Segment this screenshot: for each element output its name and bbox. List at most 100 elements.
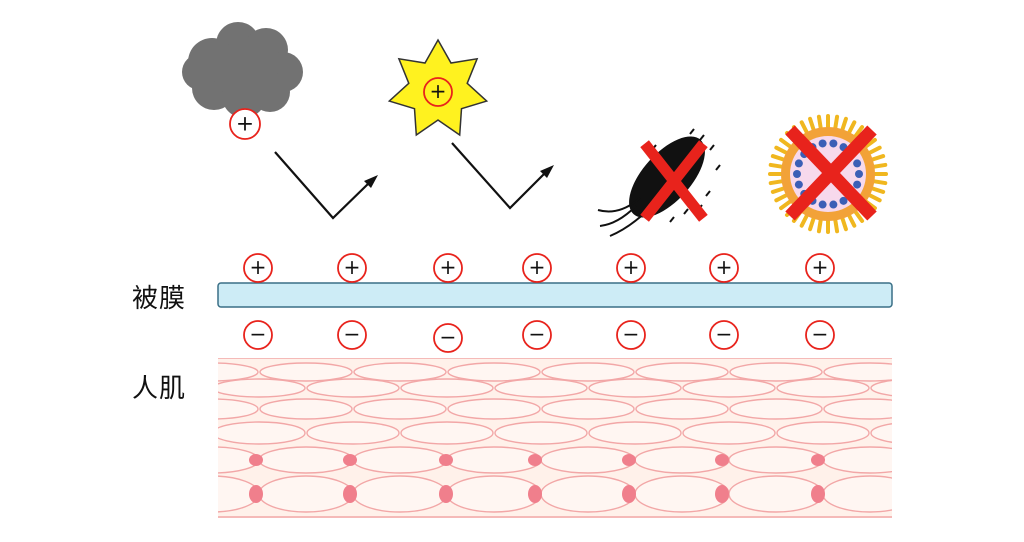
skin-cell xyxy=(352,446,448,474)
negative-charge: − xyxy=(337,320,367,350)
skin-cell xyxy=(588,421,682,445)
cell-nucleus xyxy=(343,485,357,503)
skin-cell xyxy=(259,398,353,420)
virus-spike xyxy=(869,154,886,162)
virus-icon xyxy=(768,114,888,234)
skin-cell xyxy=(540,446,636,474)
skin-cell xyxy=(259,362,353,382)
skin-cell xyxy=(218,378,306,398)
arrow-head xyxy=(364,175,378,188)
virus-spike xyxy=(863,137,877,149)
virus-spike xyxy=(833,114,840,131)
skin-cell xyxy=(870,379,892,397)
svg-text:+: + xyxy=(716,255,733,279)
skin-cells xyxy=(218,358,892,518)
virus-spike xyxy=(840,215,848,232)
virus-protein xyxy=(818,200,827,209)
bounce-arrow-icon xyxy=(274,151,371,220)
virus-protein xyxy=(853,159,862,168)
skin-layer xyxy=(218,358,892,518)
skin-cell xyxy=(822,446,892,474)
positive-charge: + xyxy=(423,77,453,107)
cell-nucleus xyxy=(715,485,729,503)
bounce-arrow-icon xyxy=(451,142,547,210)
cell-nucleus xyxy=(811,454,825,466)
virus-spike xyxy=(774,192,790,203)
virus-spike xyxy=(871,179,888,186)
virus-spike xyxy=(768,162,785,169)
virus-protein xyxy=(839,196,848,205)
skin-cell xyxy=(728,475,824,513)
virus-spike xyxy=(770,186,787,194)
cell-nucleus xyxy=(622,485,636,503)
virus-protein xyxy=(794,180,803,189)
virus-spike xyxy=(846,120,857,136)
pilus xyxy=(699,134,705,141)
cell-nucleus xyxy=(343,454,357,466)
virus-spike xyxy=(779,137,793,149)
virus-spike xyxy=(774,145,790,156)
skin-cell xyxy=(634,475,730,513)
virus-spike xyxy=(808,116,816,133)
skin-cell xyxy=(728,446,824,474)
cell-nucleus xyxy=(811,485,825,503)
virus-spike xyxy=(779,199,793,211)
cell-nucleus xyxy=(528,454,542,466)
virus-spike xyxy=(846,212,857,228)
skin-cell xyxy=(306,421,400,445)
negative-charge: − xyxy=(522,320,552,350)
svg-text:−: − xyxy=(440,325,457,349)
cell-nucleus xyxy=(249,454,263,466)
pilus xyxy=(705,190,711,197)
flagellum xyxy=(599,205,637,227)
red-cross-icon xyxy=(785,125,877,221)
virus-spike xyxy=(871,162,888,169)
skin-cell xyxy=(682,421,776,445)
svg-text:+: + xyxy=(344,255,361,279)
skin-cell xyxy=(870,423,892,443)
skin-cell xyxy=(353,398,447,420)
virus-spike xyxy=(816,217,823,234)
svg-text:+: + xyxy=(812,255,829,279)
svg-text:−: − xyxy=(716,322,733,346)
negative-charge: − xyxy=(433,323,463,353)
positive-charge: + xyxy=(433,253,463,283)
skin-cell xyxy=(446,475,542,513)
skin-cell xyxy=(218,398,259,420)
positive-charge: + xyxy=(243,253,273,283)
cell-nucleus xyxy=(715,454,729,466)
skin-cell xyxy=(218,362,259,382)
flagellum xyxy=(597,197,641,213)
virus-spike xyxy=(866,192,882,203)
skin-cell xyxy=(447,398,541,420)
charges: + + + + + + + − − − − − − − xyxy=(243,253,835,353)
svg-text:−: − xyxy=(529,322,546,346)
positive-charge: + xyxy=(616,253,646,283)
svg-text:+: + xyxy=(529,255,546,279)
virus-protein xyxy=(829,139,838,148)
pollen-star-icon: + xyxy=(387,38,489,137)
skin-cell xyxy=(823,398,892,420)
skin-cell xyxy=(400,421,494,445)
virus-spike xyxy=(866,145,882,156)
virus-protein xyxy=(793,170,801,178)
negative-charge: − xyxy=(616,320,646,350)
skin-cell xyxy=(776,378,870,398)
svg-text:+: + xyxy=(250,255,267,279)
arrow-head xyxy=(540,165,554,178)
skin-cell xyxy=(776,421,870,445)
skin-cell xyxy=(494,378,588,398)
virus-protein xyxy=(853,180,862,189)
skin-cell xyxy=(258,446,354,474)
skin-cell xyxy=(635,362,729,382)
negative-charge: − xyxy=(805,320,835,350)
cell-nucleus xyxy=(528,485,542,503)
svg-text:+: + xyxy=(623,255,640,279)
virus-spike xyxy=(869,186,886,194)
positive-charge: + xyxy=(522,253,552,283)
pilus xyxy=(669,216,675,223)
pilus xyxy=(689,128,695,135)
negative-charge: − xyxy=(243,320,273,350)
skin-cell xyxy=(729,362,823,382)
